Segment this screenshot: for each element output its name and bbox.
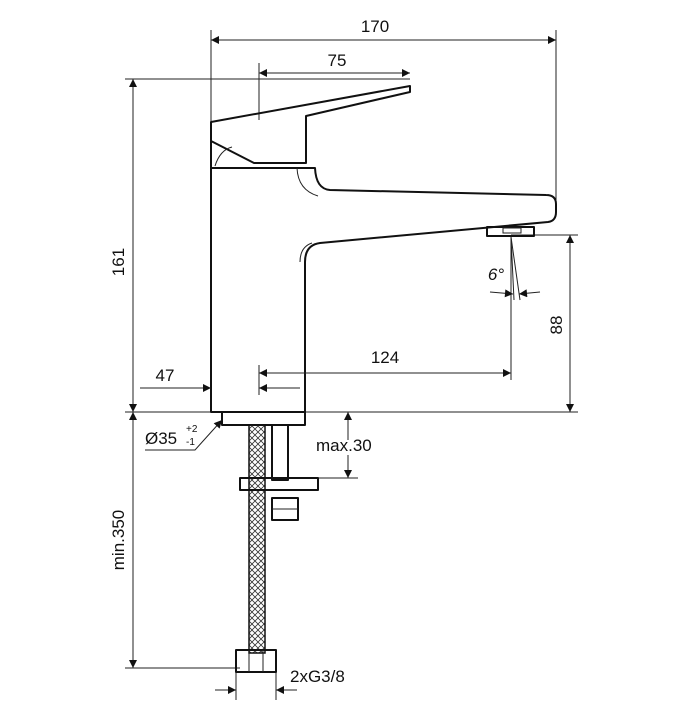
dimension-lines — [129, 36, 574, 694]
dim-min-hose-length: min.350 — [109, 510, 128, 570]
dim-overall-length: 170 — [361, 17, 389, 36]
dim-spout-height: 88 — [547, 316, 566, 335]
dim-hole-diameter: Ø35 — [145, 429, 177, 448]
dim-hole-tol-plus: +2 — [186, 424, 198, 435]
installation-parts — [221, 411, 319, 673]
dim-connections: 2xG3/8 — [290, 667, 345, 686]
dim-lever-length: 75 — [328, 51, 347, 70]
dim-hole-tol-minus: -1 — [186, 437, 195, 448]
dim-overall-height: 161 — [109, 248, 128, 276]
dim-spout-reach: 124 — [371, 348, 399, 367]
flexible-hose — [248, 424, 266, 654]
dim-spray-angle: 6° — [488, 265, 504, 284]
hose-connector-nut — [235, 649, 277, 673]
aerator — [486, 226, 535, 237]
faucet-body — [210, 85, 557, 413]
extension-lines — [125, 30, 578, 700]
mounting-bracket — [239, 477, 319, 491]
dim-body-offset: 47 — [156, 366, 175, 385]
threaded-rod — [271, 424, 289, 481]
dim-max-deck-thickness: max.30 — [316, 436, 372, 455]
